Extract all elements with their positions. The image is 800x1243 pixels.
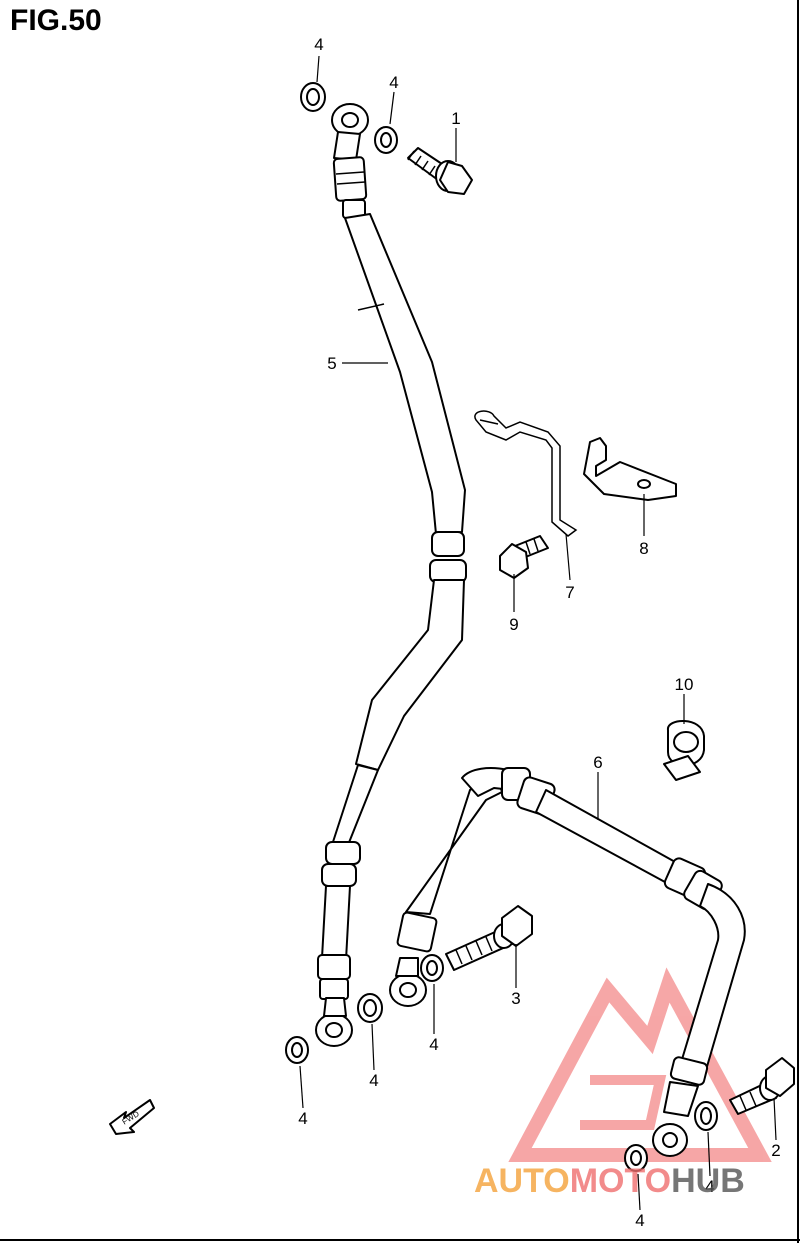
union-bolt-mid bbox=[445, 905, 533, 971]
callout-washer-top: 4 bbox=[389, 73, 398, 92]
callout-bracket-bolt: 9 bbox=[509, 615, 518, 634]
washer-top bbox=[374, 126, 398, 154]
washer-top-left bbox=[300, 82, 326, 112]
washer-low-3 bbox=[694, 1101, 718, 1131]
union-bolt-right bbox=[729, 1057, 795, 1115]
callout-washer-top-left: 4 bbox=[314, 35, 323, 54]
callout-small-clamp: 10 bbox=[675, 675, 694, 694]
callout-washer-mid: 4 bbox=[429, 1035, 438, 1054]
hose-bracket bbox=[583, 437, 677, 501]
watermark-auto: AUTO bbox=[474, 1162, 570, 1200]
callout-labels: 4 4 1 5 7 8 9 10 6 3 4 4 4 2 4 4 bbox=[298, 35, 780, 1230]
union-bolt-top bbox=[407, 147, 473, 195]
watermark-hub: HUB bbox=[671, 1162, 745, 1200]
callout-union-bolt-right: 2 bbox=[771, 1141, 780, 1160]
washer-low-2 bbox=[285, 1036, 309, 1064]
callout-bracket: 8 bbox=[639, 539, 648, 558]
washer-low-1 bbox=[357, 993, 383, 1023]
callout-union-bolt-top: 1 bbox=[451, 109, 460, 128]
upper-brake-hose bbox=[315, 103, 467, 1047]
callout-upper-hose: 5 bbox=[327, 354, 336, 373]
bracket-bolt bbox=[499, 535, 549, 579]
washer-mid bbox=[420, 954, 444, 982]
watermark-logo bbox=[508, 967, 772, 1162]
watermark-text: AUTOMOTOHUB bbox=[474, 1162, 745, 1200]
forward-direction-indicator: FWD bbox=[109, 1099, 155, 1135]
lower-brake-hose bbox=[389, 767, 746, 1157]
leader-lines bbox=[299, 55, 777, 1211]
callout-washer-low-4: 4 bbox=[635, 1211, 644, 1230]
callout-lower-hose: 6 bbox=[593, 753, 602, 772]
callout-washer-low-2: 4 bbox=[298, 1109, 307, 1128]
callout-union-bolt-mid: 3 bbox=[511, 989, 520, 1008]
small-hose-clamp bbox=[663, 719, 705, 781]
wire-clamp bbox=[474, 410, 578, 537]
watermark-moto: MOTO bbox=[570, 1162, 671, 1200]
washer-low-4 bbox=[624, 1144, 648, 1172]
callout-wire-clamp: 7 bbox=[565, 583, 574, 602]
svg-text:AUTOMOTOHUB: AUTOMOTOHUB bbox=[474, 1162, 745, 1200]
callout-washer-low-3: 4 bbox=[705, 1177, 714, 1196]
callout-washer-low-1: 4 bbox=[369, 1071, 378, 1090]
figure-title: FIG.50 bbox=[10, 4, 102, 37]
